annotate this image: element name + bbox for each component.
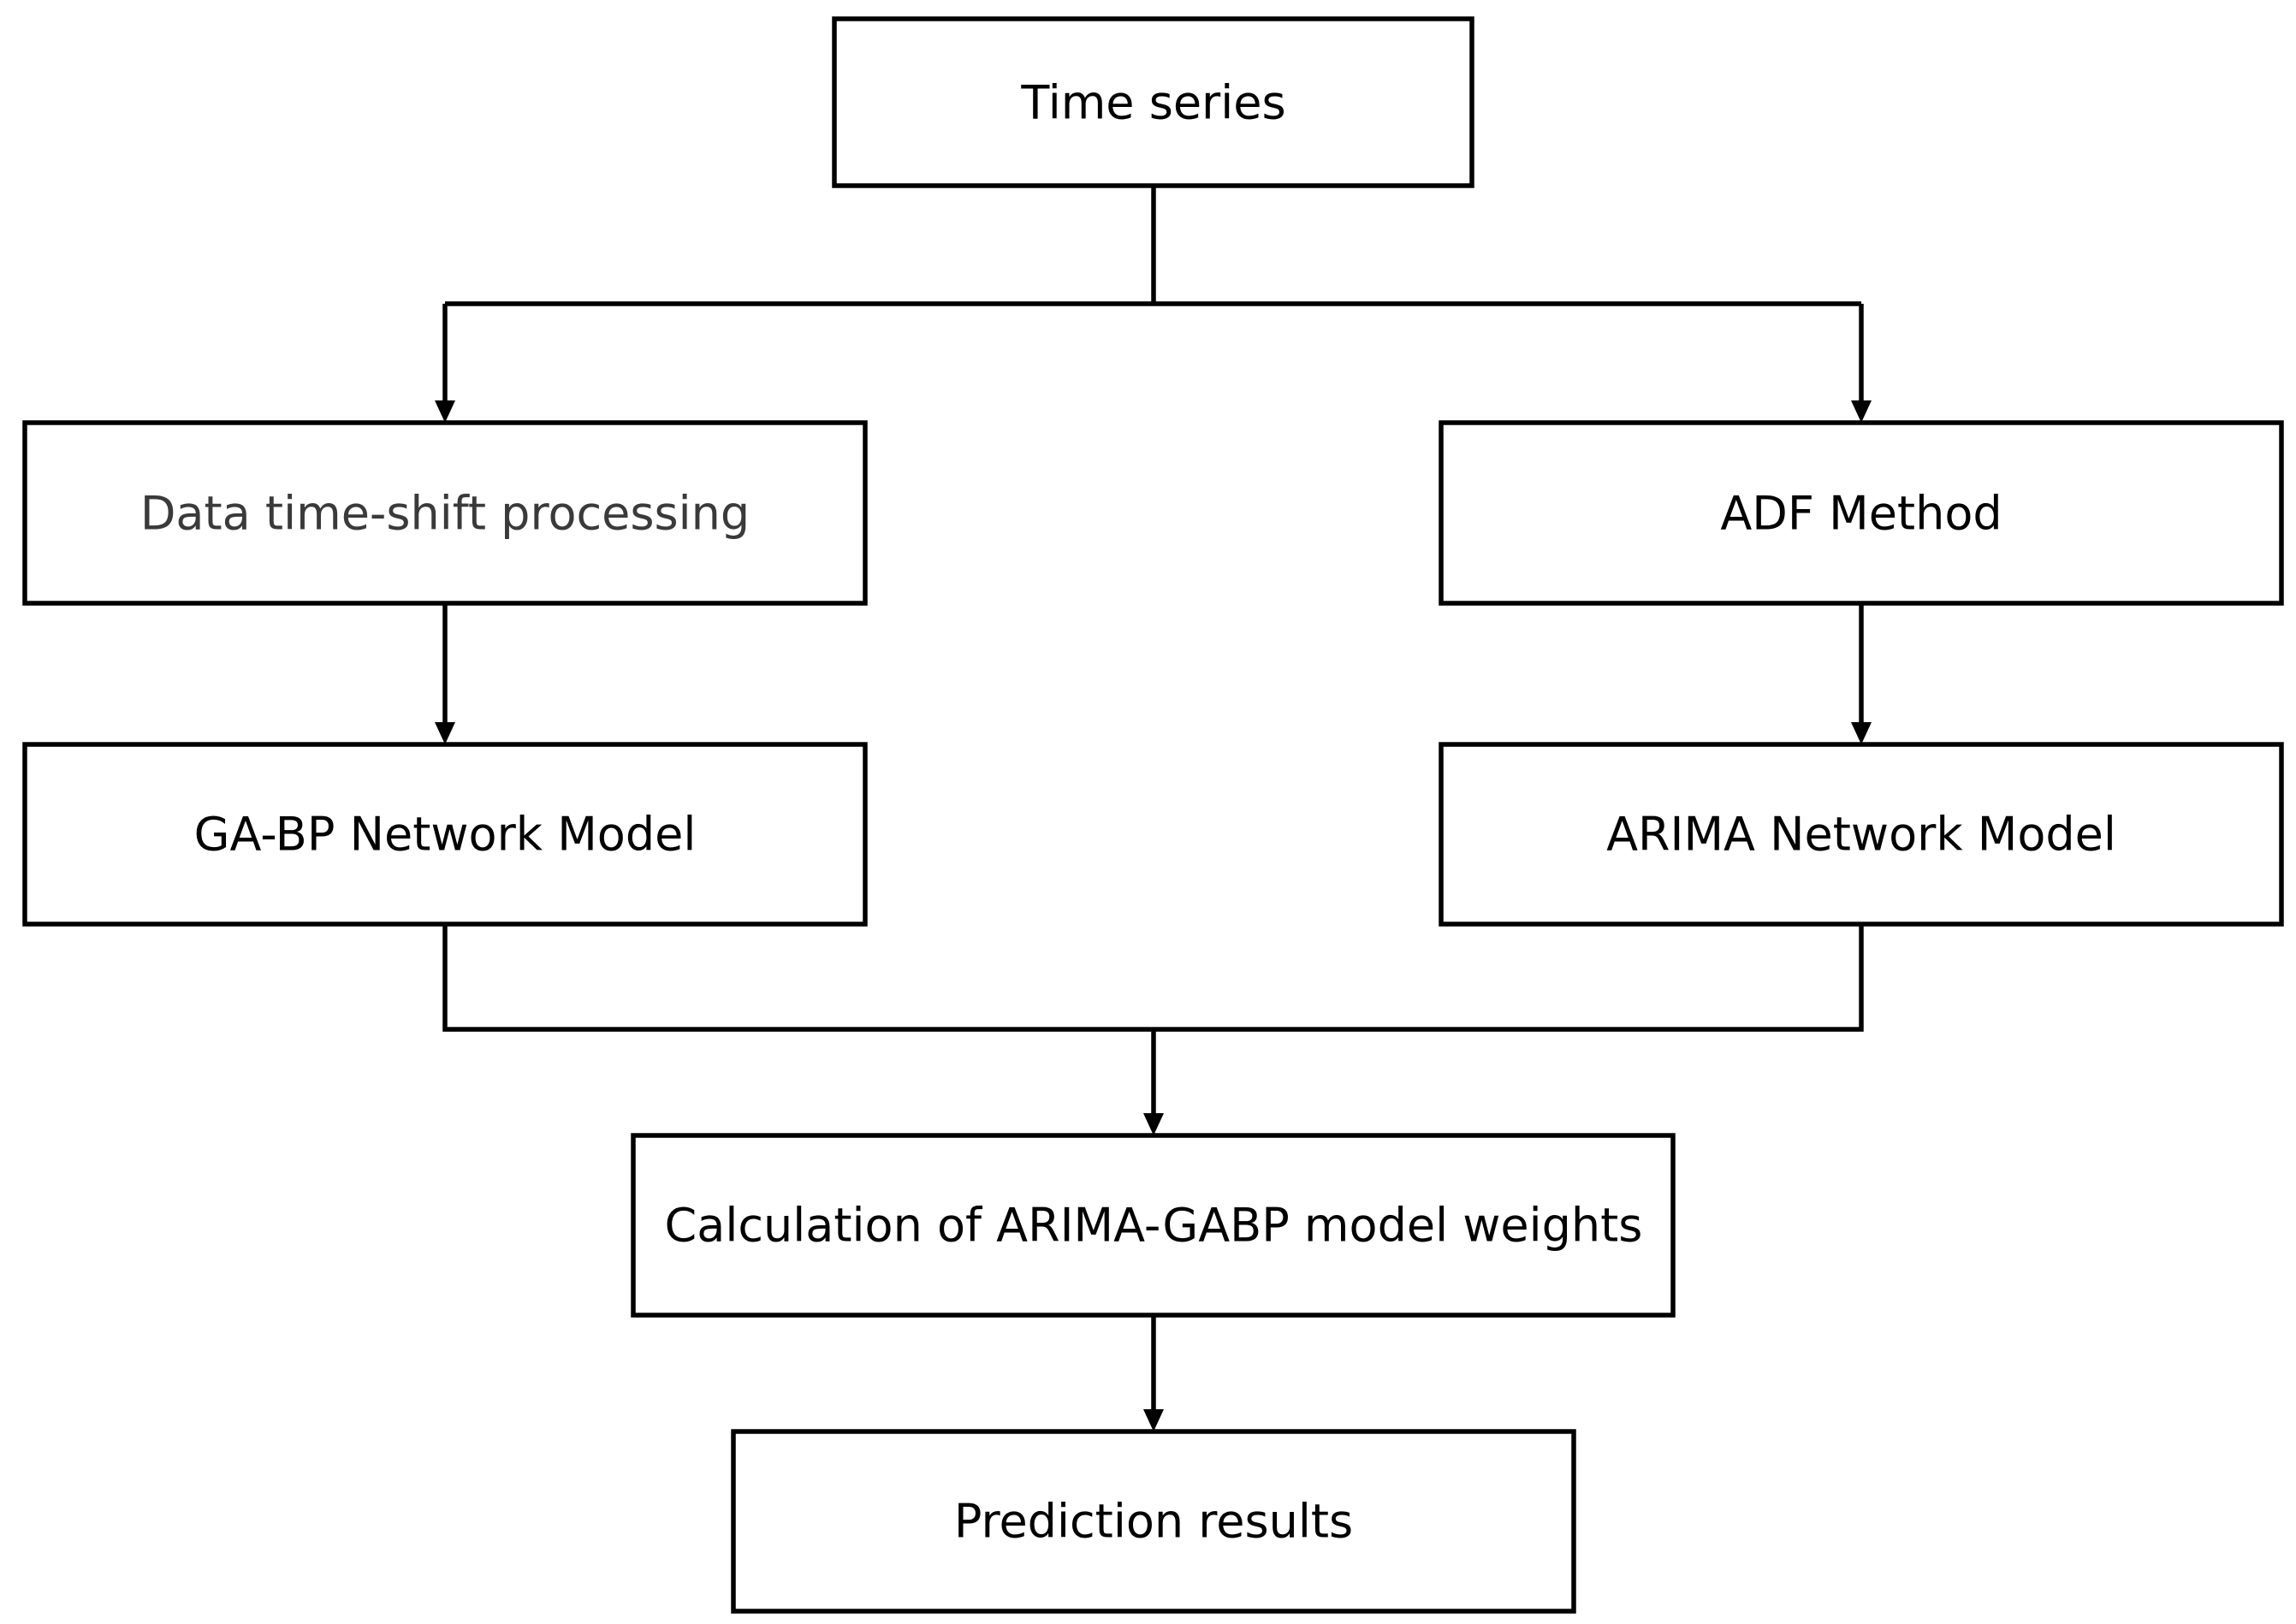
arrowhead-to-time-shift	[435, 400, 455, 423]
arrowhead-to-prediction	[1143, 1409, 1164, 1431]
node-prediction-label: Prediction results	[954, 1495, 1353, 1549]
arrowhead-to-adf	[1851, 400, 1872, 423]
node-gabp-label: GA-BP Network Model	[194, 808, 697, 862]
node-adf-label: ADF Method	[1720, 487, 2002, 541]
connectors	[435, 186, 1872, 1431]
node-time-series-label: Time series	[1020, 76, 1285, 130]
node-weights-label: Calculation of ARIMA-GABP model weights	[665, 1199, 1643, 1253]
node-time-series: Time series	[832, 16, 1474, 188]
node-time-shift-label: Data time-shift processing	[140, 487, 750, 541]
node-adf: ADF Method	[1439, 420, 2284, 606]
node-weights: Calculation of ARIMA-GABP model weights	[631, 1133, 1676, 1318]
connector-merge	[442, 924, 1864, 1032]
node-arima: ARIMA Network Model	[1439, 742, 2284, 927]
node-gabp: GA-BP Network Model	[22, 742, 868, 927]
node-time-shift: Data time-shift processing	[22, 420, 868, 606]
node-arima-label: ARIMA Network Model	[1606, 808, 2116, 862]
arrowhead-to-gabp	[435, 722, 455, 744]
node-prediction: Prediction results	[731, 1429, 1576, 1614]
arrowhead-to-arima	[1851, 722, 1872, 744]
arrowhead-to-weights	[1143, 1113, 1164, 1135]
